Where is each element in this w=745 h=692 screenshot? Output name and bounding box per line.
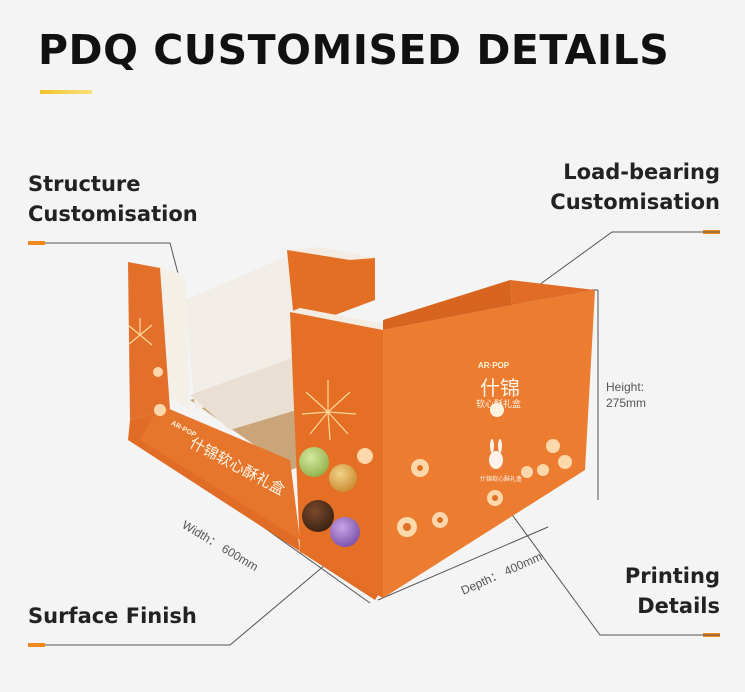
callout-surface-marker [28,643,45,647]
box-right-top-edge [383,280,512,330]
mooncake-gold [329,464,357,492]
callout-load: Load-bearing Customisation [550,157,720,217]
height-value: 275mm [606,396,647,410]
leader-depth [377,526,549,601]
box-back-panel-edge [287,247,375,260]
callout-structure-marker [28,241,45,245]
flower-centers [403,465,498,531]
box-front-low [140,405,300,540]
page-title: PDQ CUSTOMISED DETAILS [38,26,670,74]
rabbit-print [489,439,503,469]
callout-printing-line2: Details [637,594,720,618]
callout-printing: Printing Details [625,561,720,621]
callout-structure: Structure Customisation [28,169,198,229]
callout-load-line2: Customisation [550,190,720,214]
callout-surface-line1: Surface Finish [28,604,197,628]
box-sub-chars: 软心酥礼盒 [476,400,522,410]
leader-lines [45,231,720,646]
firework-print [127,318,357,441]
box-big-chars: 什锦 [480,376,520,400]
mooncake-purple [330,517,360,547]
box-brand-right: AR·POP [478,361,510,370]
leader-surface [45,564,326,646]
box-left-face [128,262,170,420]
callout-structure-line2: Customisation [28,202,198,226]
title-underline [40,90,92,94]
box-small-tag: 什锦软心酥礼盒 [480,477,523,483]
callout-structure-line1: Structure [28,172,141,196]
leader-load [509,231,720,307]
mooncake-green [299,447,329,477]
height-label: Height: [606,380,645,394]
box-front-corner-top [290,308,390,330]
callout-surface: Surface Finish [28,601,197,631]
callout-load-line1: Load-bearing [563,160,720,184]
height-dimension: Height: 275mm [606,379,646,411]
leader-printing [504,504,720,636]
box-right-top-lip [510,280,595,305]
mooncake-dark [302,500,334,532]
panel-emblem [490,403,504,417]
callout-printing-line1: Printing [624,564,720,588]
